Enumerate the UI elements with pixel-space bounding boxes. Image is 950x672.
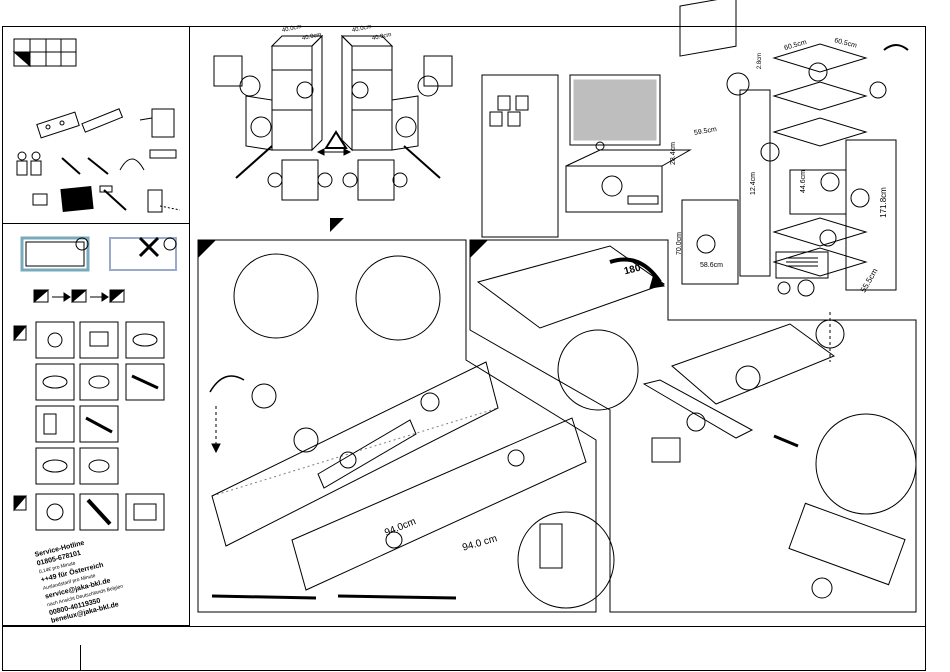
tools-divider bbox=[2, 26, 190, 224]
step-1-frame bbox=[197, 239, 615, 613]
dim-drawer-d: 44.6cm bbox=[799, 170, 807, 193]
dim-side-h: 171.8cm bbox=[878, 187, 888, 218]
hardware-boxes bbox=[13, 321, 165, 531]
tools-icons bbox=[16, 108, 181, 213]
dim-drawer-w: 58.6cm bbox=[700, 262, 723, 269]
parts-sheet bbox=[481, 74, 692, 238]
surface-hints bbox=[20, 236, 177, 272]
cabinet-left bbox=[213, 34, 333, 201]
panel-grid-icon bbox=[12, 38, 77, 68]
dim-drawer-h: 70.0cm bbox=[675, 232, 683, 255]
step-2-frame bbox=[469, 239, 917, 613]
footer-divider bbox=[80, 645, 81, 671]
dim-door-h: 28.4cm bbox=[669, 142, 677, 165]
exploded-wardrobe bbox=[679, 0, 909, 297]
dim-panel-h: 2.8cm bbox=[757, 52, 764, 70]
step-arrows bbox=[33, 289, 126, 304]
footer-bar bbox=[2, 626, 926, 671]
dim-inner-h: 12.4cm bbox=[749, 172, 757, 195]
cabinet-right bbox=[316, 34, 453, 201]
